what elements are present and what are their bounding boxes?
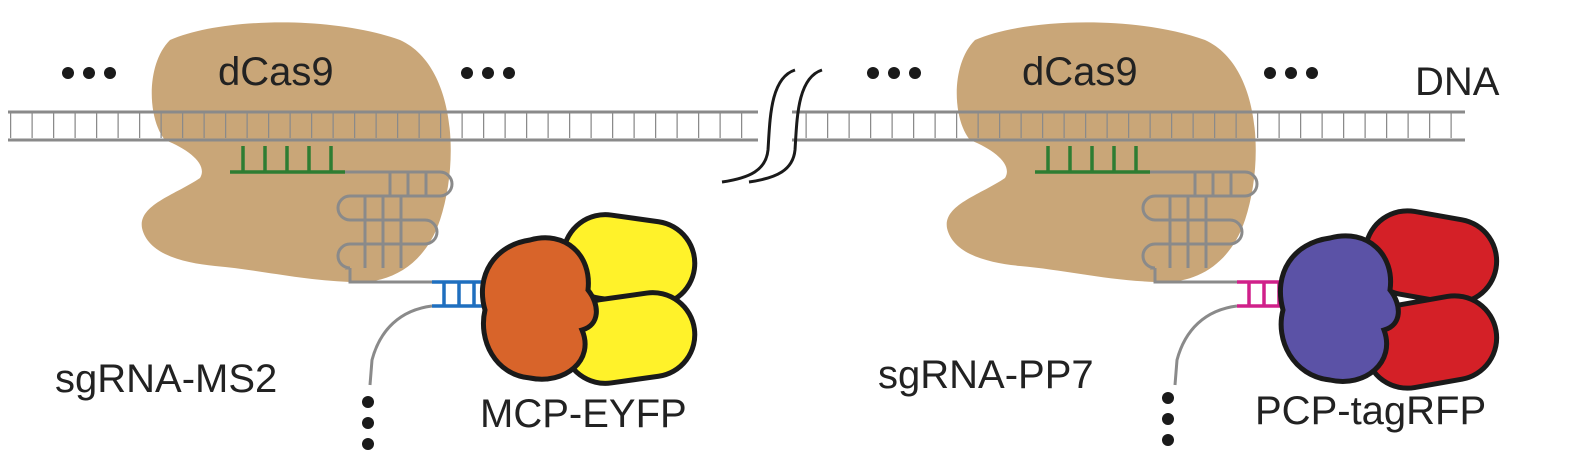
ellipsis-vertical-right: [1162, 392, 1174, 446]
pcp-tagrfp-protein: [1277, 208, 1500, 391]
ellipsis-top-4: [1264, 67, 1318, 79]
dcas9-left-label: dCas9: [218, 50, 334, 94]
dcas9-left-body: [141, 22, 451, 283]
sgrna-ms2-label: sgRNA-MS2: [55, 357, 277, 401]
dna-right-segment: [792, 110, 1465, 142]
mcp-eyfp-label: MCP-EYFP: [480, 392, 687, 436]
mcp-body: [479, 235, 599, 382]
dcas9-right-label: dCas9: [1022, 50, 1138, 94]
dna-label: DNA: [1415, 60, 1500, 104]
mcp-eyfp-protein: [479, 212, 698, 386]
pcp-body: [1277, 233, 1401, 384]
ellipsis-top-2: [461, 67, 515, 79]
sgrna-pp7-label: sgRNA-PP7: [878, 353, 1094, 397]
ellipsis-top-1: [62, 67, 116, 79]
dcas9-right-body: [946, 22, 1256, 283]
ellipsis-vertical-left: [362, 396, 374, 450]
ellipsis-top-3: [867, 67, 921, 79]
dna-left-segment: [8, 110, 758, 142]
pcp-tagrfp-label: PCP-tagRFP: [1255, 389, 1486, 433]
dna-break-mark: [721, 68, 823, 184]
